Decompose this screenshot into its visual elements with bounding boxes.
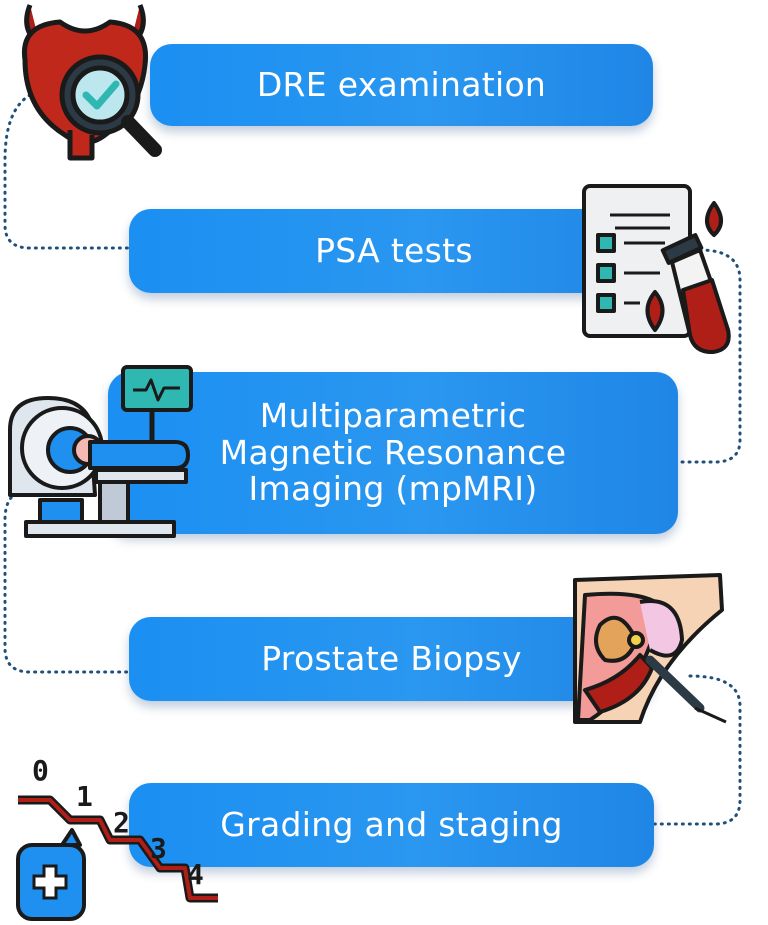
connector-1-2 <box>3 93 130 250</box>
step-label: DRE examination <box>256 64 547 104</box>
step-label-line: Imaging (mpMRI) <box>248 469 538 509</box>
step-label: Grading and staging <box>220 804 563 844</box>
grade-number: 2 <box>113 806 130 839</box>
grade-number: 0 <box>32 754 49 787</box>
step-mpmri: Multiparametric Magnetic Resonance Imagi… <box>108 372 678 534</box>
step-prostate-biopsy: Prostate Biopsy <box>129 617 654 701</box>
step-label: Prostate Biopsy <box>261 638 522 678</box>
biopsy-needle-icon <box>573 573 727 724</box>
connector-4-5 <box>653 674 742 826</box>
step-dre-examination: DRE examination <box>150 44 653 126</box>
prostate-magnifier-icon <box>21 4 162 161</box>
step-label-line: Magnetic Resonance <box>219 432 567 472</box>
blood-test-report-icon <box>582 184 731 354</box>
grading-steps-icon <box>16 795 218 921</box>
step-grading-staging: Grading and staging <box>129 783 654 867</box>
connector-2-3 <box>678 248 742 464</box>
grade-number: 1 <box>76 780 93 813</box>
grade-number: 3 <box>150 832 167 865</box>
mri-scanner-icon <box>8 365 193 538</box>
step-psa-tests: PSA tests <box>129 209 659 293</box>
step-label: PSA tests <box>315 230 473 270</box>
grade-number: 4 <box>187 858 204 891</box>
step-label-line: Multiparametric <box>259 395 527 435</box>
